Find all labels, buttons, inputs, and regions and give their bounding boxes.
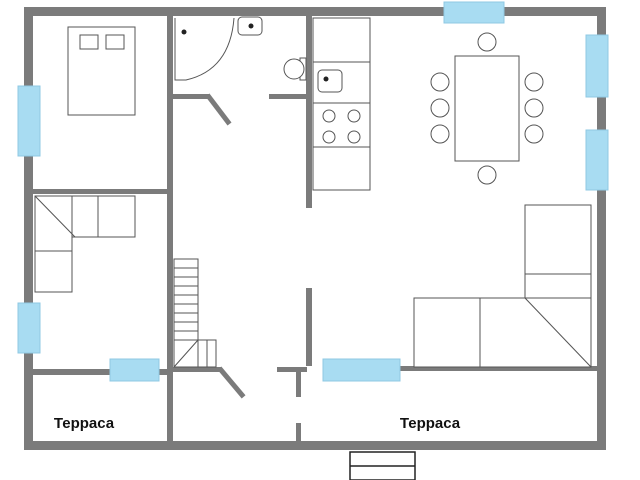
wall-top [24,7,606,16]
wall-right [597,7,606,450]
wall-bath-bottom-a [173,94,209,99]
double-bed-icon [67,26,136,116]
entrance-steps-icon [349,451,416,480]
corner-sofa-left-icon [34,195,136,293]
corner-shower-icon [174,17,235,81]
wall-bedroom-bottom [33,189,173,194]
wall-center-lower [306,288,312,366]
window-right-upper [585,34,609,98]
window-terrace-right [322,358,401,382]
window-left-lower [17,302,41,354]
door-swings [205,93,246,399]
bathroom-sink-icon [237,16,263,36]
wall-terrace-right-top [400,366,597,371]
wall-kitchen-left [306,16,312,208]
wall-terrace-left-top [33,369,173,375]
interior-walls [33,16,597,441]
wall-terrace-door-post-b [296,423,301,441]
kitchen-sink-icon [317,69,343,93]
door-hall [217,366,246,399]
window-top [443,1,505,24]
windows [17,1,609,382]
corner-sofa-right-icon [413,204,592,368]
wall-bottom [24,441,606,450]
window-terrace-left [109,358,160,382]
staircase-icon [173,258,217,368]
stove-icon [322,109,361,144]
wall-bedroom-right [167,16,173,190]
toilet-icon [283,57,307,81]
door-bath [205,93,232,126]
wall-hall-bottom-a [173,367,221,372]
wall-terrace-door-post-a [296,367,301,397]
window-bedroom [17,85,41,157]
dining-table-icon [430,32,544,185]
wall-living-left [167,194,173,441]
window-right-lower [585,129,609,191]
terrace-left-label: Терраса [54,415,115,432]
wall-hall-bottom-b [277,367,307,372]
wall-left [24,7,33,450]
outer-walls [24,7,606,450]
terrace-right-label: Терраса [400,415,461,432]
wall-bath-bottom-b [269,94,312,99]
kitchen-counter-icon [312,17,371,191]
